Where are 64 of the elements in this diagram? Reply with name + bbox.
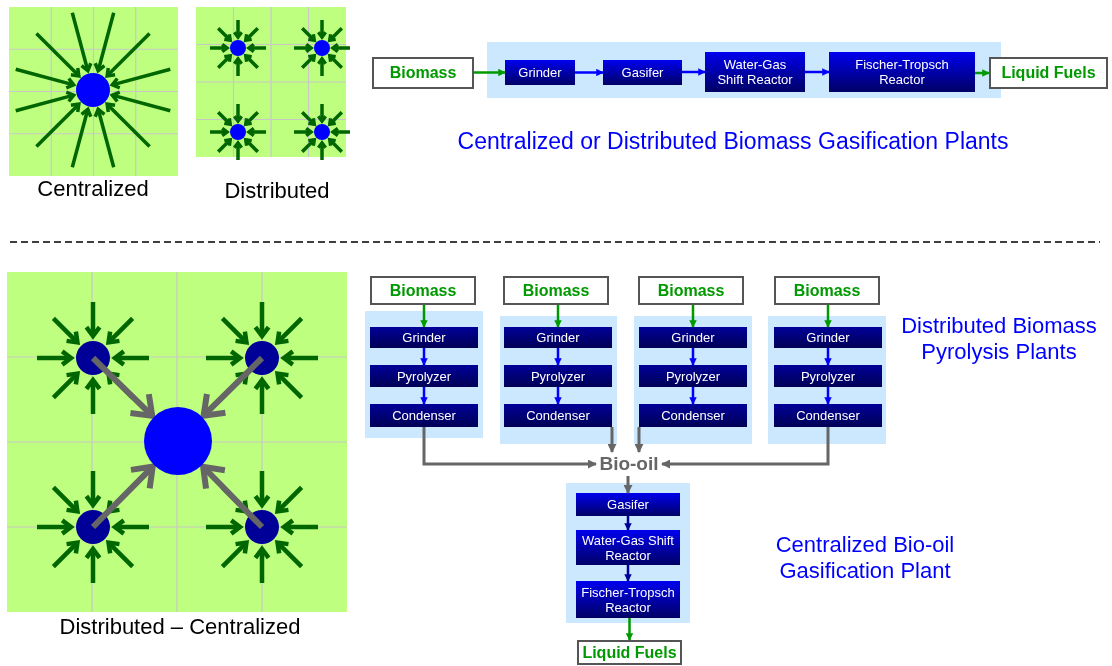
process-box: Grinder xyxy=(774,327,882,348)
title: Centralized or Distributed Biomass Gasification Plants xyxy=(456,128,1010,156)
arrow xyxy=(824,348,832,366)
arrow xyxy=(689,387,697,405)
caption: Centralized xyxy=(36,176,150,203)
arrow xyxy=(689,305,697,328)
process-box: Grinder xyxy=(505,60,575,85)
arrow xyxy=(554,305,562,328)
arrow xyxy=(554,387,562,405)
arrow xyxy=(624,516,632,531)
terminal-box: Biomass xyxy=(372,57,474,89)
process-box: Grinder xyxy=(504,327,612,348)
terminal-box: Liquid Fuels xyxy=(577,640,682,665)
arrow xyxy=(607,427,617,453)
caption: Distributed xyxy=(223,178,331,205)
terminal-box: Biomass xyxy=(774,276,880,305)
arrow xyxy=(824,387,832,405)
arrow xyxy=(682,68,706,76)
arrow xyxy=(625,618,634,641)
terminal-box: Biomass xyxy=(638,276,744,305)
process-box: Pyrolyzer xyxy=(774,365,882,387)
process-box: Condenser xyxy=(504,404,612,427)
process-box: Gasifer xyxy=(603,60,682,85)
arrow xyxy=(661,427,830,469)
arrow xyxy=(420,387,428,405)
arrow xyxy=(623,476,633,494)
arrow xyxy=(624,565,632,582)
arrow xyxy=(634,427,644,453)
caption: Distributed – Centralized xyxy=(58,614,302,641)
terminal-box: Biomass xyxy=(370,276,476,305)
arrow xyxy=(975,69,990,77)
process-box: Grinder xyxy=(639,327,747,348)
arrow xyxy=(689,348,697,366)
terminal-box: Liquid Fuels xyxy=(989,57,1108,89)
process-box: Fischer-Tropsch Reactor xyxy=(576,581,680,618)
arrow xyxy=(554,348,562,366)
process-group-panel xyxy=(365,311,483,438)
arrow xyxy=(422,427,597,469)
arrow xyxy=(824,305,832,328)
process-box: Gasifer xyxy=(576,493,680,516)
process-group-panel xyxy=(500,316,617,444)
arrow xyxy=(420,348,428,366)
process-group-panel xyxy=(487,42,1001,98)
process-box: Condenser xyxy=(370,404,478,427)
process-box: Pyrolyzer xyxy=(504,365,612,387)
process-box: Pyrolyzer xyxy=(370,365,478,387)
process-box: Water-Gas Shift Reactor xyxy=(576,530,680,565)
arrow xyxy=(805,68,830,76)
process-box: Fischer-Tropsch Reactor xyxy=(829,52,975,92)
process-box: Pyrolyzer xyxy=(639,365,747,387)
arrow xyxy=(575,68,604,77)
process-group-panel xyxy=(634,316,752,444)
process-group-panel xyxy=(768,316,886,444)
process-box: Condenser xyxy=(639,404,747,427)
process-group-panel xyxy=(566,483,690,623)
process-box: Grinder xyxy=(370,327,478,348)
process-box: Condenser xyxy=(774,404,882,427)
process-box: Water-Gas Shift Reactor xyxy=(705,52,805,92)
bio-oil-label: Bio-oil xyxy=(596,452,662,476)
section-title: Distributed Biomass Pyrolysis Plants xyxy=(900,313,1098,366)
arrow xyxy=(474,68,506,77)
terminal-box: Biomass xyxy=(503,276,609,305)
arrow xyxy=(420,305,428,328)
section-title: Centralized Bio-oil Gasification Plant xyxy=(774,532,956,585)
